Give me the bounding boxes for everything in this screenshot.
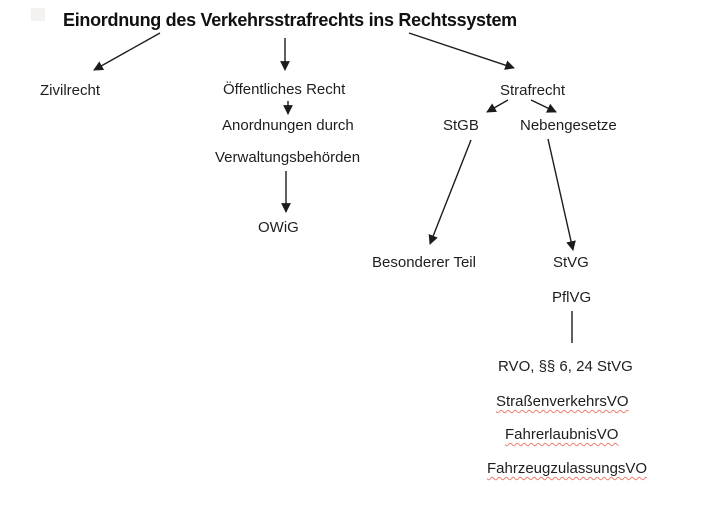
page-title: Einordnung des Verkehrsstrafrechts ins R… xyxy=(63,10,517,31)
node-rvo: RVO, §§ 6, 24 StVG xyxy=(498,358,633,375)
node-anordnungen-durch: Anordnungen durch xyxy=(222,117,354,134)
node-strassenverkehrsvo: StraßenverkehrsVO xyxy=(496,393,629,410)
node-verwaltungsbehoerden: Verwaltungsbehörden xyxy=(215,149,361,166)
arrow-stgb-to-besonderer-teil xyxy=(428,139,472,245)
node-pflvg: PflVG xyxy=(552,289,592,306)
node-oeffentliches-recht: Öffentliches Recht xyxy=(223,81,346,98)
node-besonderer-teil: Besonderer Teil xyxy=(372,254,476,271)
arrow-title-to-strafrecht xyxy=(408,32,515,70)
page-title-text: Einordnung des Verkehrsstrafrechts ins R… xyxy=(63,10,517,30)
node-owig: OWiG xyxy=(258,219,299,236)
arrow-strafrecht-to-nebengesetze xyxy=(530,99,557,113)
arrow-strafrecht-to-stgb xyxy=(486,99,509,113)
node-fahrerlaubnisvo: FahrerlaubnisVO xyxy=(505,426,619,443)
node-fahrzeugzulassungsvo: FahrzeugzulassungsVO xyxy=(487,460,648,477)
node-strafrecht: Strafrecht xyxy=(500,82,566,99)
node-nebengesetze: Nebengesetze xyxy=(520,117,617,134)
node-stgb: StGB xyxy=(443,117,479,134)
node-stvg: StVG xyxy=(553,254,589,271)
arrow-title-to-zivilrecht xyxy=(93,32,161,71)
node-zivilrecht: Zivilrecht xyxy=(40,82,101,99)
arrow-nebengesetze-to-stvg xyxy=(547,138,576,251)
scan-artifact xyxy=(31,8,45,21)
